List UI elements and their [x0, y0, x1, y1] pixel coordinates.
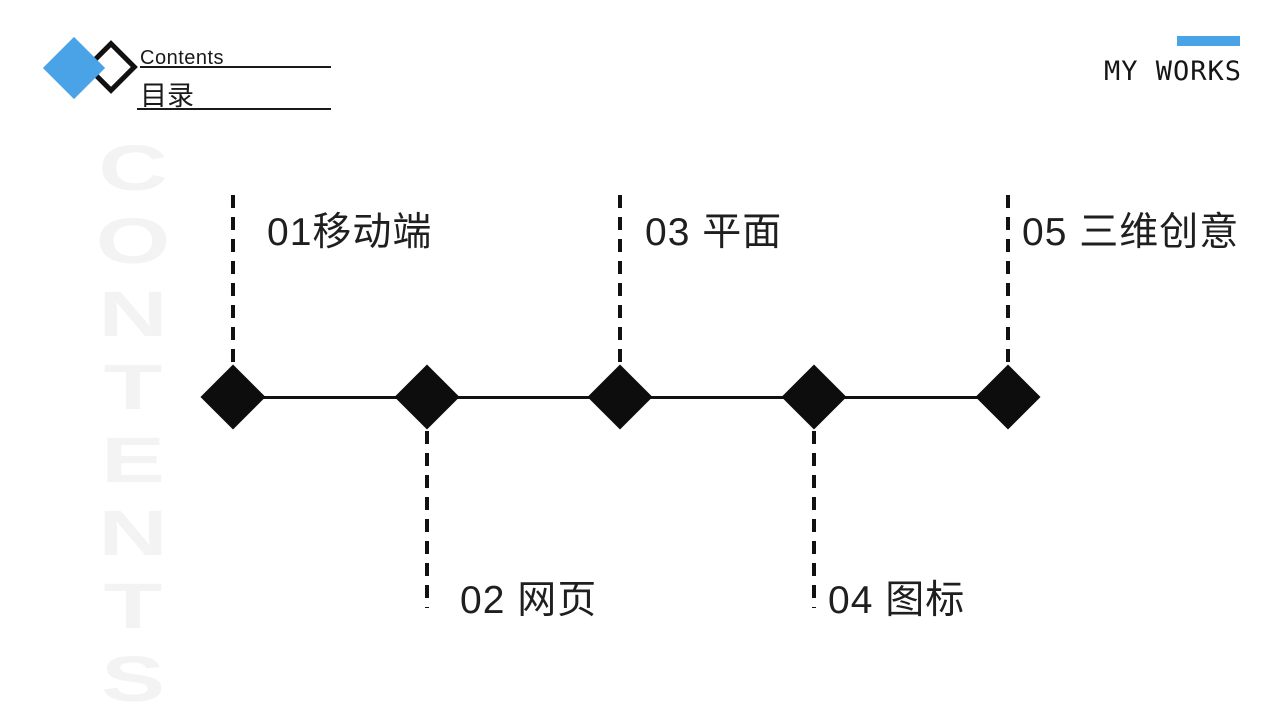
- brand-accent-bar: [1177, 36, 1240, 46]
- timeline-dash-03: [618, 195, 622, 363]
- title-underline-bottom: [137, 108, 331, 110]
- timeline-dash-02: [425, 431, 429, 608]
- timeline-diamond-04: [781, 364, 847, 430]
- page-title-en: Contents: [140, 47, 225, 69]
- timeline-label-04: 04 图标: [828, 579, 966, 622]
- timeline-label-02: 02 网页: [460, 579, 598, 622]
- timeline-dash-01: [231, 195, 235, 363]
- timeline-diamond-03: [587, 364, 653, 430]
- page-title-zh: 目录: [140, 81, 194, 111]
- timeline-diamond-01: [200, 364, 266, 430]
- timeline-label-05: 05 三维创意: [1022, 211, 1240, 254]
- contents-watermark: CONTENTS: [79, 132, 187, 716]
- blue-diamond-icon: [42, 36, 106, 100]
- brand-label: MY WORKS: [1103, 56, 1242, 87]
- timeline-label-03: 03 平面: [645, 211, 783, 254]
- timeline-label-01: 01移动端: [267, 211, 433, 254]
- timeline-dash-05: [1006, 195, 1010, 363]
- title-underline-top: [140, 66, 331, 68]
- timeline-dash-04: [812, 431, 816, 608]
- timeline-diamond-02: [394, 364, 460, 430]
- timeline-diamond-05: [975, 364, 1041, 430]
